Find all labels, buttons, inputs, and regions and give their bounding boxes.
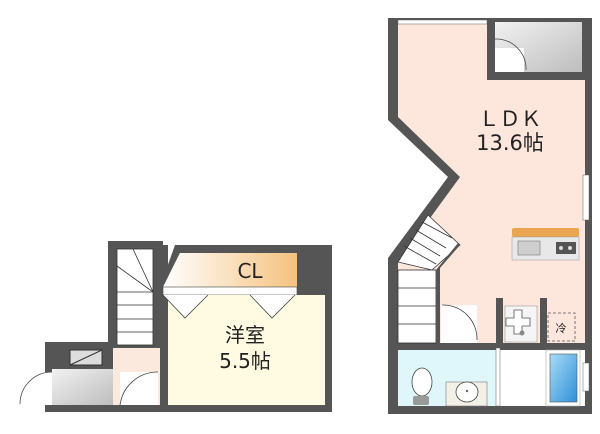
window-bath [582,362,590,392]
western-room-size: 5.5帖 [219,349,271,373]
ldk-name: ＬＤＫ [479,107,542,131]
stove-icon [556,242,576,254]
fridge-space [547,312,576,342]
fridge-label: 冷 [556,322,567,335]
western-room-wall [45,245,332,412]
closet-label: CL [237,259,263,283]
staircase [116,248,154,346]
shoe-cabinet-line [69,349,103,366]
storage-door-opening [495,48,524,72]
left-floor-plan: CL 洋室 5.5帖 [19,241,332,412]
sink-icon [517,240,541,256]
hall-door-swing-icon [119,371,159,406]
window-top [397,19,488,25]
laundry-wall-left [496,298,503,346]
basin-drain-icon [465,389,469,393]
drain-icon [519,330,525,336]
stair-steps-lower [398,287,436,325]
sliding-door [495,347,501,407]
right-floor-plan: ＬＤＫ 13.6帖 冷 [388,18,592,414]
storage-door-swing-icon [494,38,527,71]
entrance-door-swing-icon [19,371,53,405]
kitchen-counter-top [512,228,579,237]
western-room-floor [168,295,325,405]
stair-steps-upper [403,221,453,265]
western-room-name: 洋室 [225,323,265,347]
western-room-left-wall [160,245,168,412]
laundry-wall-right [540,298,547,346]
stair-steps [116,248,154,333]
ldk-size: 13.6帖 [476,131,544,155]
window-right [582,174,590,221]
closet-rail [162,286,298,296]
burner-icon [568,246,572,250]
genkan-floor [52,369,113,405]
burner-icon [559,246,563,250]
bathtub [549,353,578,403]
stair-wall [436,243,460,343]
staircase-lower [397,269,437,344]
closet [163,253,297,287]
toilet-icon [411,367,433,397]
ldk-floor [398,22,585,343]
toilet-tank-icon [413,396,429,405]
ldk-door-opening [441,305,477,343]
closet-door-left-icon [162,294,209,319]
closet-door-right-icon [249,294,296,319]
ldk-door-swing-icon [441,304,478,341]
entrance-door-opening [40,372,52,405]
